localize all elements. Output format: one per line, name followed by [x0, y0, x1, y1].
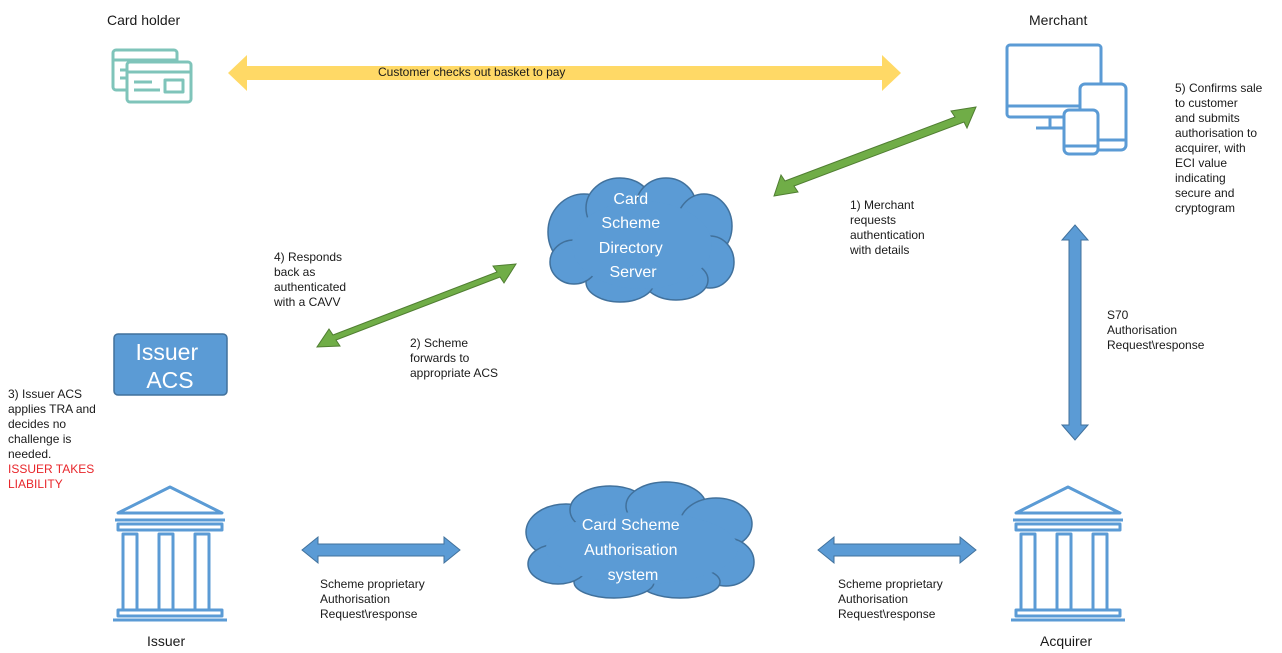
step3-block: 3) Issuer ACS applies TRA and decides no…	[8, 387, 96, 492]
authorisation-acquirer-arrow	[817, 535, 977, 565]
checkout-arrow	[228, 55, 901, 91]
merchant-title: Merchant	[1029, 12, 1088, 28]
s70-label: S70 Authorisation Request\response	[1107, 308, 1205, 352]
issuer-title: Issuer	[147, 633, 186, 649]
checkout-label: Customer checks out basket to pay	[378, 65, 566, 79]
authorisation-system-text: Card Scheme Authorisation system	[582, 517, 684, 584]
issuer-acs-box	[113, 333, 228, 396]
authorisation-system-cloud-fill	[546, 512, 738, 584]
directory-acs-arrow	[316, 263, 517, 348]
step5-label: 5) Confirms sale to customer and submits…	[1175, 81, 1263, 215]
merchant-acquirer-arrow	[1060, 224, 1090, 441]
acquirer-side-label: Scheme proprietary Authorisation Request…	[838, 577, 943, 621]
devices-icon	[1005, 43, 1128, 156]
issuer-liability-label: ISSUER TAKES LIABILITY	[8, 462, 95, 491]
directory-server-text: Card Scheme Directory Server	[599, 191, 667, 281]
issuer-authorisation-arrow	[301, 535, 461, 565]
step4-label: 4) Responds back as authenticated with a…	[274, 250, 347, 309]
step2-label: 2) Scheme forwards to appropriate ACS	[410, 336, 499, 380]
bank-icon	[1011, 485, 1125, 622]
directory-server-cloud-fill	[572, 201, 712, 289]
merchant-directory-arrow	[773, 106, 977, 197]
credit-card-icon	[111, 48, 193, 104]
step3-label: 3) Issuer ACS applies TRA and decides no…	[8, 387, 96, 461]
bank-icon	[113, 485, 227, 622]
acquirer-title: Acquirer	[1040, 633, 1093, 649]
card-holder-title: Card holder	[107, 12, 181, 28]
issuer-side-label: Scheme proprietary Authorisation Request…	[320, 577, 425, 621]
step1-label: 1) Merchant requests authentication with…	[850, 198, 925, 257]
issuer-acs-text: Issuer ACS	[135, 339, 204, 393]
